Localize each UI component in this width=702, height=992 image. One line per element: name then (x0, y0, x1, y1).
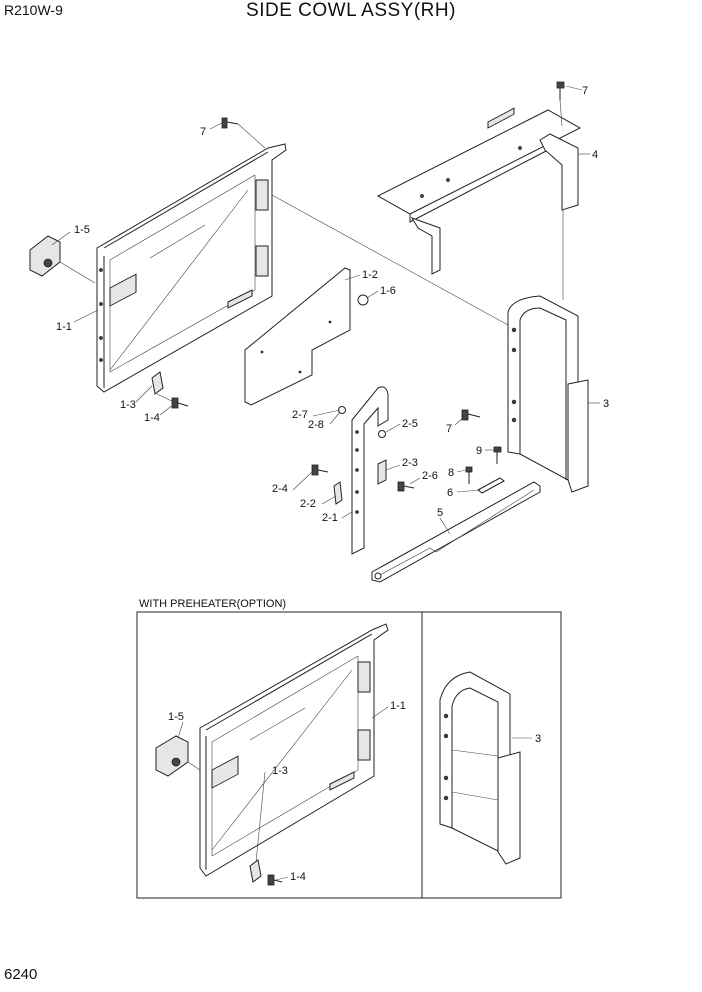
callout-2-3: 2-3 (402, 457, 418, 469)
page-title: SIDE COWL ASSY(RH) (246, 0, 456, 21)
callout-2-1: 2-1 (322, 512, 338, 524)
bolt-1-4 (171, 397, 189, 409)
lock-part-1-5 (29, 235, 96, 284)
bolt-2-6 (397, 481, 415, 492)
grommet-1-6 (357, 294, 369, 306)
option-callout-1-3: 1-3 (272, 765, 288, 777)
callout-7-middle: 7 (446, 423, 452, 435)
callout-1-6: 1-6 (380, 285, 396, 297)
option-callout-3: 3 (535, 733, 541, 745)
callout-labels-main: 1-5 1-1 1-3 1-4 7 1-2 1-6 7 4 3 7 9 8 6 … (56, 85, 609, 524)
collar-2-5 (378, 430, 386, 438)
option-lock-1-5 (155, 735, 201, 777)
bolt-2-4 (311, 464, 329, 476)
assembly-guide-line (271, 194, 509, 326)
insulation-pad-1-2 (244, 267, 351, 406)
callout-7-cowl: 7 (200, 126, 206, 138)
option-box-label: WITH PREHEATER(OPTION) (139, 598, 287, 610)
callout-2-2: 2-2 (300, 498, 316, 510)
striker-plate-1-3 (151, 371, 177, 404)
callout-2-8: 2-8 (308, 419, 324, 431)
support-bracket-4 (376, 107, 582, 275)
bolt-7-middle (461, 409, 481, 421)
callout-4: 4 (592, 149, 598, 161)
callout-3: 3 (603, 398, 609, 410)
callout-2-5: 2-5 (402, 418, 418, 430)
page-number: 6240 (4, 966, 38, 983)
option-callout-1-1: 1-1 (390, 700, 406, 712)
callout-1-5: 1-5 (74, 224, 90, 236)
option-bolt-1-4 (267, 874, 283, 886)
callout-2-4: 2-4 (272, 483, 288, 495)
bolt-9 (493, 446, 502, 464)
side-cowl-panel (96, 143, 287, 393)
lower-rail-5 (371, 481, 541, 583)
option-side-cowl-panel (199, 623, 389, 877)
bolt-7-bracket (556, 81, 565, 127)
callout-labels-option: 1-5 1-1 1-3 1-4 3 (168, 700, 541, 883)
callout-6: 6 (447, 487, 453, 499)
callout-1-2: 1-2 (362, 269, 378, 281)
callout-9: 9 (476, 445, 482, 457)
bolt-8 (465, 466, 473, 484)
callout-8: 8 (448, 467, 454, 479)
option-cover-3 (439, 671, 521, 865)
callout-2-7: 2-7 (292, 409, 308, 421)
leader-lines-main (51, 85, 600, 535)
option-striker-1-3 (249, 859, 262, 883)
support-bar-6 (477, 477, 505, 494)
callout-1-1: 1-1 (56, 321, 72, 333)
callout-5: 5 (437, 507, 443, 519)
option-callout-1-4: 1-4 (290, 871, 306, 883)
option-callout-1-5: 1-5 (168, 711, 184, 723)
callout-2-6: 2-6 (422, 470, 438, 482)
cover-part-3 (507, 210, 589, 493)
leader-lines-option (177, 706, 532, 881)
plate-2-3 (377, 459, 387, 485)
callout-7-bracket: 7 (582, 85, 588, 97)
callout-1-3: 1-3 (120, 399, 136, 411)
model-code: R210W-9 (4, 2, 63, 18)
callout-1-4: 1-4 (144, 412, 160, 424)
bolt-7-cowl (221, 117, 266, 149)
option-box (136, 611, 562, 899)
bracket-2-1 (351, 386, 389, 555)
washer-2-8 (338, 406, 346, 414)
plate-2-2 (333, 481, 343, 505)
